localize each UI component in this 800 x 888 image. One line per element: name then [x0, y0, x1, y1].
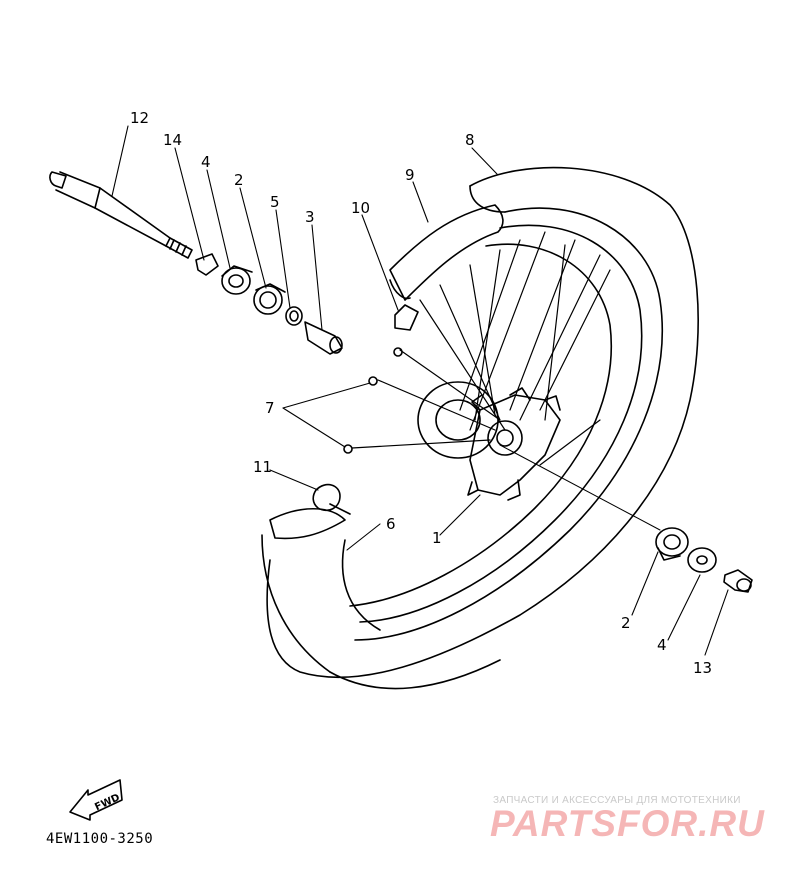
rim-lock	[312, 483, 351, 515]
callout-labels: 12 14 4 2 5 3 10 9 8 7 11 6 1 2 4 13	[130, 109, 712, 677]
leader-lines	[111, 125, 729, 656]
callout-4-right: 4	[657, 636, 667, 654]
callout-3: 3	[305, 208, 315, 226]
loose-spokes	[343, 347, 403, 454]
callout-4-left: 4	[201, 153, 211, 171]
callout-5: 5	[270, 193, 280, 211]
spacer	[304, 321, 343, 355]
circlip	[285, 306, 303, 326]
callout-7: 7	[265, 399, 275, 417]
hub	[417, 381, 561, 501]
bearing-right	[655, 527, 689, 561]
bearing-left	[253, 283, 286, 315]
callout-2-left: 2	[234, 171, 244, 189]
axle-centerline	[499, 444, 661, 531]
oil-seal-left	[221, 265, 253, 295]
callout-14: 14	[163, 131, 182, 149]
fwd-arrow-icon	[69, 779, 123, 821]
watermark-tagline: ЗАПЧАСТИ И АКСЕССУАРЫ ДЛЯ МОТОТЕХНИКИ	[493, 795, 741, 806]
axle	[49, 171, 193, 259]
callout-2-right: 2	[621, 614, 631, 632]
diagram-code: 4EW1100-3250	[46, 831, 154, 847]
collar-right	[723, 569, 753, 593]
inner-tube	[261, 507, 501, 690]
rim-band	[389, 204, 504, 331]
callout-8: 8	[465, 131, 475, 149]
oil-seal-right	[687, 547, 717, 573]
callout-6: 6	[386, 515, 396, 533]
callout-1: 1	[432, 529, 442, 547]
fwd-label: FWD	[93, 792, 121, 813]
callout-12: 12	[130, 109, 149, 127]
collar	[195, 253, 219, 276]
watermark-brand: PARTSFOR.RU	[490, 803, 765, 844]
callout-9: 9	[405, 166, 415, 184]
callout-11: 11	[253, 458, 272, 476]
callout-10: 10	[351, 199, 370, 217]
spokes	[351, 231, 611, 466]
rim	[266, 166, 699, 679]
callout-13: 13	[693, 659, 712, 677]
